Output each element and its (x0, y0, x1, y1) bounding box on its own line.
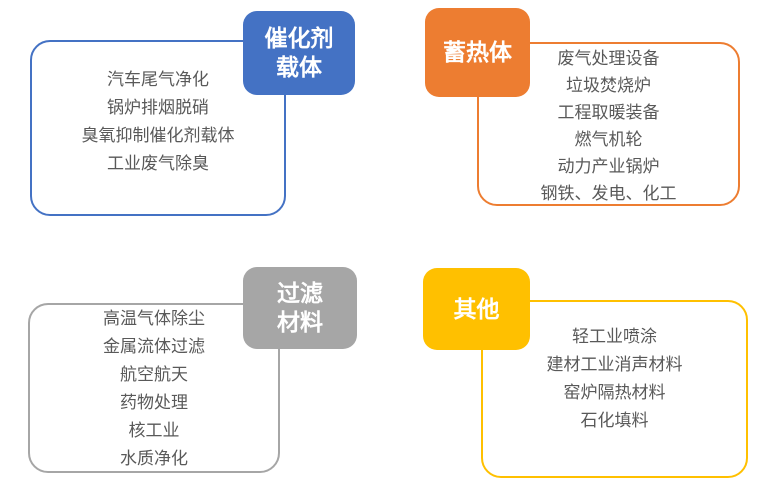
list-item: 汽车尾气净化 (107, 70, 209, 89)
item-list-catalyst-carrier: 汽车尾气净化 锅炉排烟脱硝 臭氧抑制催化剂载体 工业废气除臭 (32, 66, 284, 178)
list-item: 轻工业喷涂 (572, 327, 657, 346)
item-list-filter-materials: 高温气体除尘 金属流体过滤 航空航天 药物处理 核工业 水质净化 (30, 305, 278, 473)
group-box-others: 轻工业喷涂 建材工业消声材料 窑炉隔热材料 石化填料 (481, 300, 748, 478)
group-label-heat-storage-media: 蓄热体 (425, 8, 530, 97)
group-box-filter-materials: 高温气体除尘 金属流体过滤 航空航天 药物处理 核工业 水质净化 (28, 303, 280, 473)
item-list-heat-storage-media: 废气处理设备 垃圾焚烧炉 工程取暖装备 燃气机轮 动力产业锅炉 钢铁、发电、化工 (479, 45, 738, 207)
list-item: 药物处理 (120, 393, 188, 412)
list-item: 动力产业锅炉 (557, 157, 660, 176)
item-list-others: 轻工业喷涂 建材工业消声材料 窑炉隔热材料 石化填料 (483, 323, 746, 435)
group-box-heat-storage-media: 废气处理设备 垃圾焚烧炉 工程取暖装备 燃气机轮 动力产业锅炉 钢铁、发电、化工 (477, 42, 740, 206)
list-item: 石化填料 (580, 411, 649, 430)
list-item: 建材工业消声材料 (546, 355, 683, 374)
group-label-line: 蓄热体 (443, 39, 512, 65)
group-label-line: 其他 (453, 295, 500, 322)
list-item: 高温气体除尘 (103, 309, 205, 328)
group-label-line: 催化剂 (264, 25, 334, 51)
list-item: 工程取暖装备 (557, 103, 660, 122)
list-item: 航空航天 (120, 365, 188, 384)
group-label-catalyst-carrier: 催化剂 载体 (243, 11, 355, 95)
list-item: 工业废气除臭 (107, 154, 209, 173)
group-label-line: 材料 (277, 309, 323, 335)
group-label-line: 载体 (276, 54, 322, 80)
list-item: 水质净化 (120, 449, 188, 468)
list-item: 燃气机轮 (574, 130, 643, 149)
list-item: 核工业 (128, 421, 180, 440)
list-item: 垃圾焚烧炉 (566, 76, 651, 95)
list-item: 锅炉排烟脱硝 (107, 98, 209, 117)
group-label-others: 其他 (423, 268, 530, 350)
group-label-filter-materials: 过滤 材料 (243, 267, 357, 349)
list-item: 臭氧抑制催化剂载体 (81, 126, 235, 145)
list-item: 废气处理设备 (557, 49, 660, 68)
list-item: 金属流体过滤 (103, 337, 205, 356)
group-label-line: 过滤 (277, 280, 323, 306)
group-box-catalyst-carrier: 汽车尾气净化 锅炉排烟脱硝 臭氧抑制催化剂载体 工业废气除臭 (30, 40, 286, 216)
list-item: 钢铁、发电、化工 (540, 184, 677, 203)
list-item: 窑炉隔热材料 (563, 383, 666, 402)
